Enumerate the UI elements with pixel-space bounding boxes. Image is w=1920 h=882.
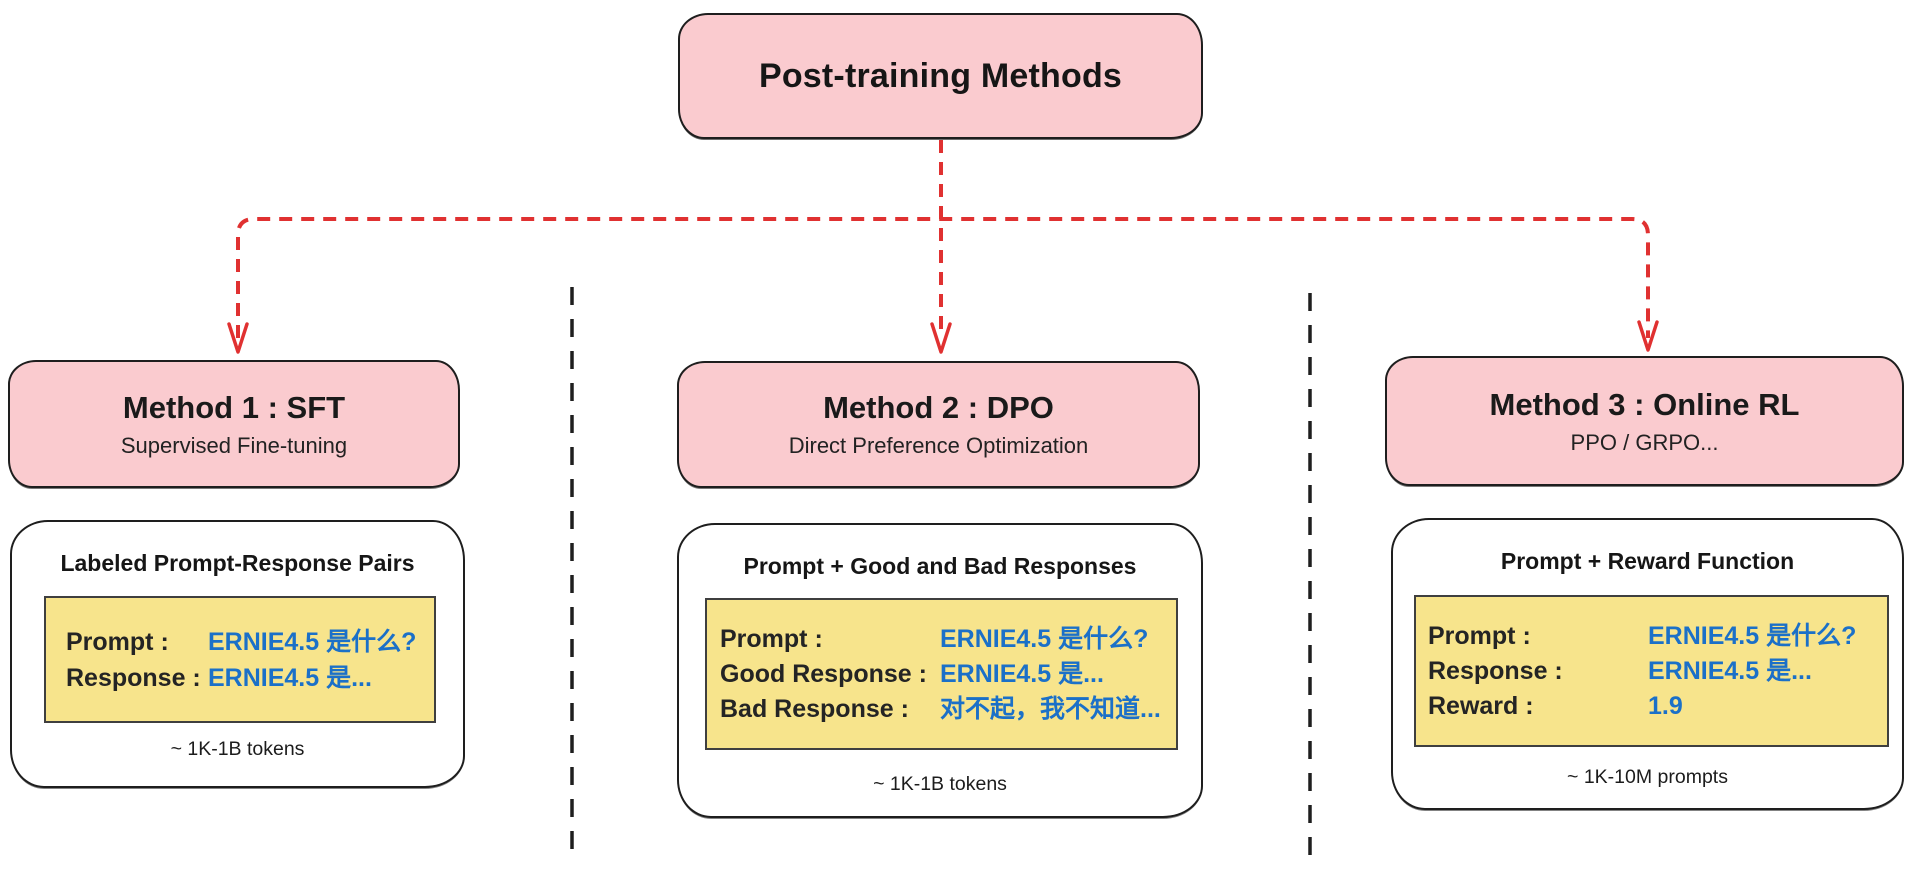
sample-row: Prompt : ERNIE4.5 是什么? (720, 622, 1176, 657)
arrow-down-icon (227, 322, 249, 354)
method-1-subtitle: Supervised Fine-tuning (120, 432, 348, 458)
method-1-pill: Method 1 : SFT Supervised Fine-tuning (8, 360, 460, 488)
sample-label: Good Response : (720, 659, 927, 688)
method-2-data-card: Prompt + Good and Bad Responses Prompt :… (677, 523, 1203, 818)
sample-label: Prompt : (1428, 621, 1531, 650)
root-node: Post-training Methods (678, 13, 1203, 139)
sample-label: Bad Response : (720, 694, 909, 723)
sample-label: Reward : (1428, 691, 1534, 720)
arrow-down-icon (1637, 320, 1659, 352)
sample-row: Reward : 1.9 (1428, 689, 1887, 724)
sample-value: ERNIE4.5 是什么? (1648, 621, 1857, 650)
method-3-title: Method 3 : Online RL (1489, 386, 1800, 422)
arrow-down-icon (930, 322, 952, 354)
sample-value: ERNIE4.5 是... (208, 663, 372, 692)
method-3-subtitle: PPO / GRPO... (1570, 429, 1719, 455)
sample-label: Prompt : (66, 627, 169, 656)
root-title: Post-training Methods (758, 56, 1123, 95)
sample-row: Response : ERNIE4.5 是... (1428, 654, 1887, 689)
sample-value: ERNIE4.5 是什么? (940, 624, 1149, 653)
method-2-sample-box: Prompt : ERNIE4.5 是什么? Good Response : E… (705, 598, 1178, 750)
sample-row: Prompt : ERNIE4.5 是什么? (66, 624, 434, 660)
sample-label: Response : (66, 663, 201, 692)
sample-value: ERNIE4.5 是什么? (208, 627, 417, 656)
sample-value: ERNIE4.5 是... (1648, 656, 1812, 685)
sample-label: Response : (1428, 656, 1563, 685)
method-3-caption: ~ 1K-10M prompts (1567, 766, 1728, 788)
method-2-card-title: Prompt + Good and Bad Responses (743, 553, 1137, 579)
method-3-sample-box: Prompt : ERNIE4.5 是什么? Response : ERNIE4… (1414, 595, 1889, 747)
sample-label: Prompt : (720, 624, 823, 653)
method-2-subtitle: Direct Preference Optimization (788, 433, 1089, 458)
sample-row: Bad Response : 对不起，我不知道... (720, 692, 1176, 727)
sample-value: 1.9 (1648, 691, 1683, 720)
sample-row: Response : ERNIE4.5 是... (66, 660, 434, 696)
method-3-pill: Method 3 : Online RL PPO / GRPO... (1385, 356, 1904, 486)
sample-row: Prompt : ERNIE4.5 是什么? (1428, 619, 1887, 654)
sample-value: ERNIE4.5 是... (940, 659, 1104, 688)
method-2-pill: Method 2 : DPO Direct Preference Optimiz… (677, 361, 1200, 488)
branch-rail-connector (236, 217, 1650, 338)
method-1-sample-box: Prompt : ERNIE4.5 是什么? Response : ERNIE4… (44, 596, 436, 723)
sample-value: 对不起，我不知道... (940, 694, 1161, 723)
method-1-card-title: Labeled Prompt-Response Pairs (60, 550, 415, 576)
sample-row: Good Response : ERNIE4.5 是... (720, 657, 1176, 692)
method-1-data-card: Labeled Prompt-Response Pairs Prompt : E… (10, 520, 465, 788)
method-2-caption: ~ 1K-1B tokens (873, 773, 1007, 795)
method-1-caption: ~ 1K-1B tokens (170, 738, 305, 760)
method-1-title: Method 1 : SFT (122, 389, 346, 425)
method-2-title: Method 2 : DPO (823, 390, 1054, 425)
method-3-data-card: Prompt + Reward Function Prompt : ERNIE4… (1391, 518, 1904, 810)
method-3-card-title: Prompt + Reward Function (1500, 548, 1795, 574)
